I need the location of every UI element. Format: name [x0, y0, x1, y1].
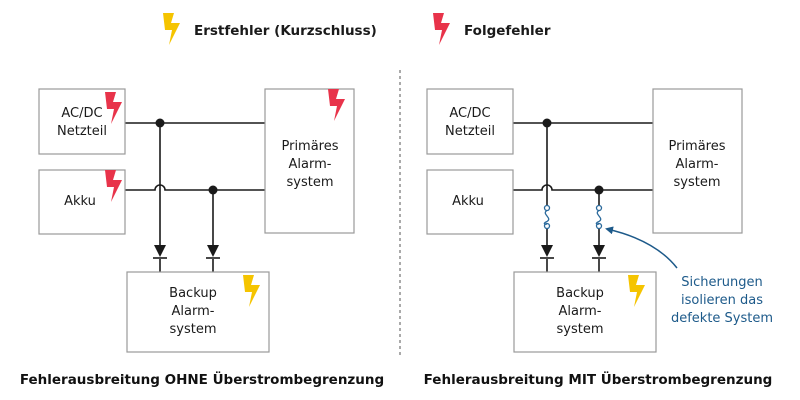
right-backup-line2: Alarm- [559, 304, 602, 319]
legend-first-fault-label: Erstfehler (Kurzschluss) [194, 23, 377, 39]
right-primary-line2: Alarm- [676, 157, 719, 172]
right-diode-1 [540, 245, 554, 259]
left-junction-acdc [155, 118, 165, 128]
right-backup-first-fault-icon [628, 275, 645, 307]
first-fault-bolt [163, 13, 180, 45]
right-fuse-1 [543, 204, 551, 230]
left-backup-line3: system [170, 322, 217, 337]
left-diagram: AC/DC Netzteil Akku Primäres Alarm- syst… [20, 88, 384, 388]
right-acdc-line2: Netzteil [445, 124, 495, 139]
left-akku-follow-fault-icon [105, 170, 122, 202]
right-annotation-line1: Sicherungen [681, 275, 763, 290]
left-caption: Fehlerausbreitung OHNE Überstrombegrenzu… [20, 370, 384, 388]
right-junction-acdc [542, 118, 552, 128]
left-backup-line1: Backup [169, 286, 217, 301]
right-annotation-line3: defekte System [671, 311, 773, 326]
right-backup-line3: system [557, 322, 604, 337]
right-fuse-2 [595, 204, 603, 230]
right-akku-bus [513, 184, 653, 191]
left-primary-alarm-box [264, 88, 355, 234]
left-primary-line2: Alarm- [289, 157, 332, 172]
lightning-icon-yellow [163, 13, 180, 45]
right-primary-line3: system [674, 175, 721, 190]
right-caption: Fehlerausbreitung MIT Überstrombegrenzun… [424, 370, 773, 388]
right-diode-2 [592, 245, 606, 259]
left-primary-line1: Primäres [281, 139, 338, 154]
left-diode-1 [153, 245, 167, 259]
lightning-icon-red [433, 13, 450, 45]
left-backup-line2: Alarm- [172, 304, 215, 319]
right-akku-box [426, 169, 514, 235]
left-primary-line3: system [287, 175, 334, 190]
left-acdc-line2: Netzteil [57, 124, 107, 139]
right-acdc-box [426, 88, 514, 155]
left-primary-follow-fault-icon [328, 89, 345, 121]
right-annotation-arrow [605, 226, 678, 269]
follow-fault-bolt [433, 13, 450, 45]
right-primary-line1: Primäres [668, 139, 725, 154]
left-junction-akku [208, 185, 218, 195]
left-akku-label: Akku [64, 194, 96, 209]
left-diode-2 [206, 245, 220, 259]
left-backup-first-fault-icon [243, 275, 260, 307]
right-junction-akku [594, 185, 604, 195]
legend: Erstfehler (Kurzschluss) Folgefehler [163, 13, 551, 45]
right-diagram: AC/DC Netzteil Akku Primäres Alarm- syst… [424, 88, 773, 388]
legend-follow-fault-label: Folgefehler [464, 23, 551, 39]
right-primary-alarm-box [652, 88, 743, 234]
left-acdc-line1: AC/DC [61, 106, 102, 121]
right-akku-label: Akku [452, 194, 484, 209]
left-acdc-follow-fault-icon [105, 92, 122, 124]
right-backup-line1: Backup [556, 286, 604, 301]
right-acdc-line1: AC/DC [449, 106, 490, 121]
right-annotation-line2: isolieren das [681, 293, 763, 308]
left-akku-bus [125, 184, 265, 191]
